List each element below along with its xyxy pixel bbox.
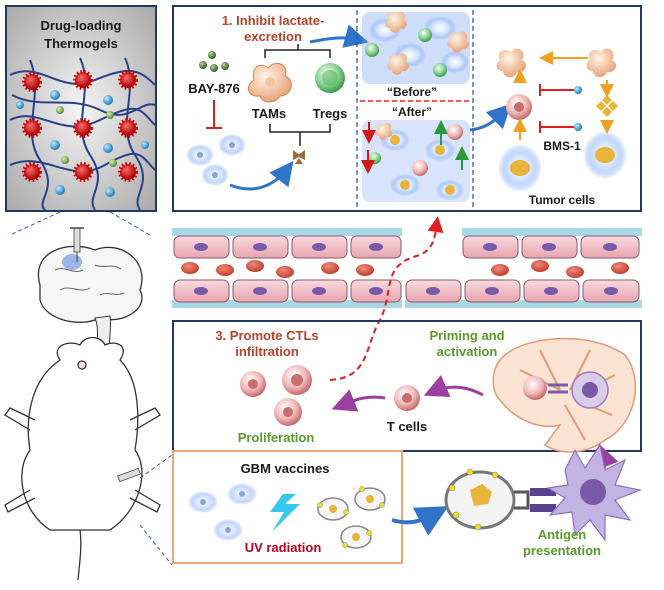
red-blood-cells xyxy=(181,260,374,278)
vaccine-title: GBM vaccines xyxy=(241,461,330,476)
connector-line-4 xyxy=(139,524,173,566)
step1-title-line1: 1. Inhibit lactate- xyxy=(222,13,325,28)
pdl1-icon xyxy=(596,95,618,117)
mouse-illustration xyxy=(4,336,161,581)
tams-label: TAMs xyxy=(252,106,286,121)
tumor-cluster-small xyxy=(186,134,246,186)
dc-to-tcell-arrow xyxy=(423,374,484,397)
step1-panel: 1. Inhibit lactate- excretion BAY-876 TA… xyxy=(172,5,642,212)
step3-title-line2: infiltration xyxy=(235,344,299,359)
syringe-icon-flank xyxy=(117,467,141,483)
before-microenvironment xyxy=(362,11,470,84)
bay876-molecule-icon xyxy=(199,51,229,72)
before-arrow xyxy=(309,24,369,48)
proliferating-tcells xyxy=(240,365,312,426)
blue-drug-particles xyxy=(16,90,149,197)
tams-tregs-bracket xyxy=(269,124,331,146)
bay876-label: BAY-876 xyxy=(188,81,240,96)
tam-cell-icon xyxy=(247,63,292,103)
lactate-icon xyxy=(293,150,305,164)
vaccine-tumor-cells xyxy=(188,483,257,541)
lactate-arrow xyxy=(229,160,294,191)
thermogel-title-line1: Drug-loading xyxy=(41,18,122,33)
uv-lightning-icon xyxy=(270,494,300,532)
after-to-tcell-arrow xyxy=(469,103,512,132)
vaccine-panel: GBM vaccines UV radiation xyxy=(172,450,403,564)
connector-line-2 xyxy=(109,211,151,236)
tumor-cells-label: Tumor cells xyxy=(529,193,596,207)
ctl-infiltration-arrow xyxy=(329,216,444,381)
step1-title-line2: excretion xyxy=(244,29,302,44)
after-microenvironment xyxy=(362,120,470,202)
thermogel-title-line2: Thermogels xyxy=(44,36,118,51)
bms1-label: BMS-1 xyxy=(543,139,581,153)
priming-label-line1: Priming and xyxy=(429,328,504,343)
green-drug-particles xyxy=(56,106,117,167)
after-label: “After” xyxy=(392,105,432,119)
proliferation-label: Proliferation xyxy=(238,430,315,445)
blood-vessel-right xyxy=(405,228,642,308)
before-label: “Before” xyxy=(387,85,437,99)
tcells-label: T cells xyxy=(387,419,427,434)
connector-line xyxy=(9,211,61,236)
step3-panel: 3. Promote CTLs infiltration Proliferati… xyxy=(172,320,642,479)
tregs-label: Tregs xyxy=(313,106,348,121)
syringe-icon-brain xyxy=(70,227,84,262)
bms1-inhibition-icon xyxy=(539,84,575,96)
tcell-to-proliferation-arrow xyxy=(331,389,386,412)
treg-cell-icon xyxy=(315,63,345,93)
thermogel-panel: Drug-loading Thermogels xyxy=(5,5,157,212)
step3-title-line1: 3. Promote CTLs xyxy=(215,328,318,343)
pd1-pathway xyxy=(496,48,627,192)
antigen-label-line1: Antigen xyxy=(538,527,586,542)
vaccine-to-apc-arrow xyxy=(391,506,449,536)
antigen-label-line2: presentation xyxy=(523,543,601,558)
irradiated-cells xyxy=(317,487,386,549)
lymph-node-icon xyxy=(492,337,637,453)
antigen-presentation xyxy=(444,443,643,542)
step3-frame xyxy=(172,320,642,452)
priming-label-line2: activation xyxy=(437,344,498,359)
bay876-inhibition-icon xyxy=(206,100,222,129)
brain-illustration xyxy=(37,227,143,351)
tam-right-icon-2 xyxy=(586,48,617,78)
red-drug-particles xyxy=(22,70,138,182)
uv-label: UV radiation xyxy=(245,540,322,555)
blood-vessel-left xyxy=(172,228,402,308)
connector-line-3 xyxy=(139,454,173,479)
title-bracket xyxy=(264,44,331,58)
